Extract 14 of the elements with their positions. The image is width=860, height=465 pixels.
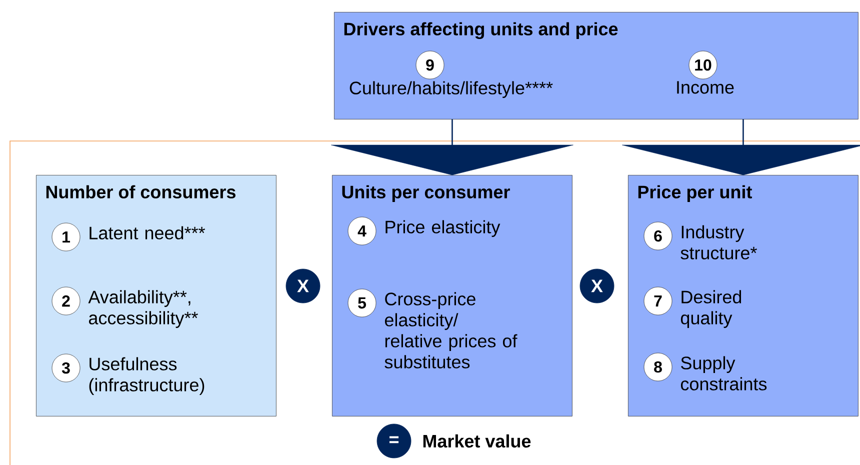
item-label: Industry structure* [680, 225, 757, 260]
item-label: Culture/habits/lifestyle**** [350, 81, 553, 98]
item-label: Income [677, 81, 734, 94]
item-label: Cross-price elasticity/ relative prices of substitutes [384, 292, 518, 368]
chevron-arrow [622, 119, 860, 176]
item-label: accessibility** [88, 311, 198, 328]
item-label: Supply constraints [680, 356, 767, 390]
item-label: Availability**, [88, 290, 190, 307]
item-label: Price elasticity [386, 220, 500, 237]
item-label: Usefulness (infrastructure) [89, 357, 204, 395]
chevron-arrow [331, 119, 574, 176]
item-label: Desired quality [680, 290, 742, 328]
item-label: Latent need*** [90, 226, 205, 240]
result-label: Market value [423, 434, 531, 448]
